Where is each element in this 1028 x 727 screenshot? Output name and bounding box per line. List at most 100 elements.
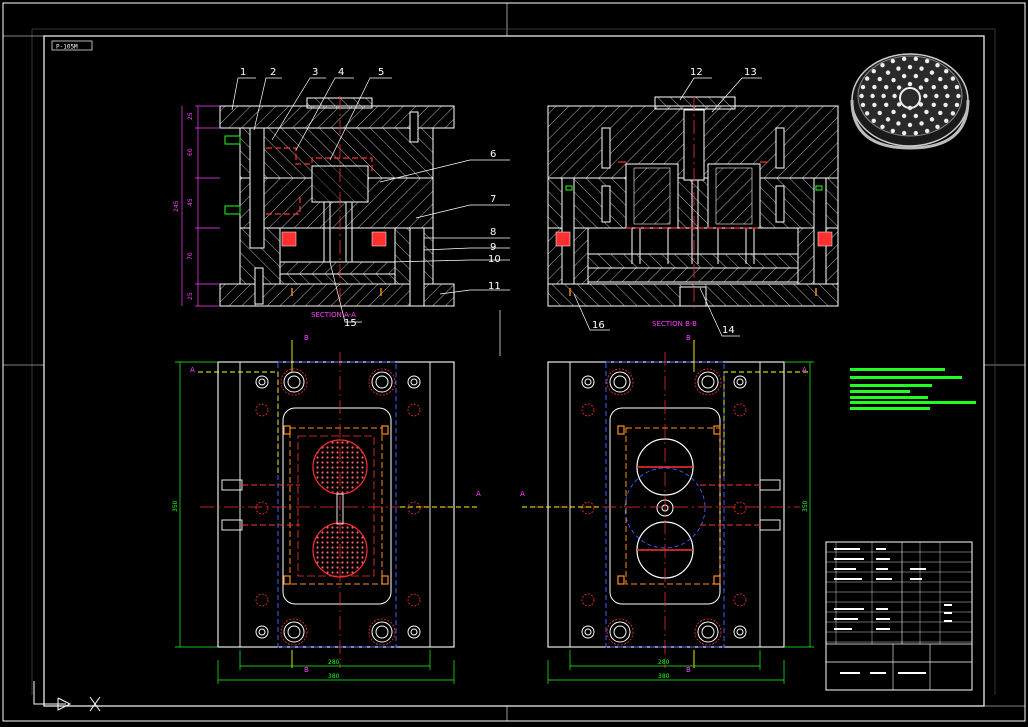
preview-hole: [935, 124, 940, 129]
preview-hole: [913, 56, 919, 62]
preview-hole: [901, 113, 907, 119]
preview-hole: [891, 77, 896, 83]
cut-marker-a-right: A: [476, 490, 481, 498]
preview-hole: [918, 102, 924, 107]
part-number-4: 4: [338, 67, 344, 78]
dim-plan-height-right: 350: [802, 500, 809, 512]
preview-hole: [871, 118, 876, 124]
dim-plan-width-outer-left: 380: [328, 673, 340, 680]
preview-hole: [919, 66, 924, 71]
part-number-5: 5: [378, 67, 384, 78]
preview-hole: [907, 81, 913, 87]
preview-hole: [864, 111, 870, 116]
section-label-b: SECTION B-B: [652, 320, 697, 328]
dim-60: 60: [187, 148, 194, 156]
preview-hole: [864, 76, 870, 81]
preview-hole: [901, 130, 907, 136]
preview-hole: [944, 118, 949, 124]
preview-hole: [944, 68, 949, 74]
preview-hole: [877, 76, 882, 82]
section-view-a[interactable]: 25 60 45 245 70 25 SECTION A-A: [173, 96, 455, 319]
preview-hole: [935, 63, 940, 68]
dim-plan-height-left: 350: [172, 500, 179, 512]
preview-hole: [938, 76, 943, 82]
preview-hole: [924, 109, 929, 115]
preview-hole: [923, 93, 928, 99]
preview-hole: [954, 102, 960, 108]
part-number-7: 7: [490, 194, 496, 205]
preview-hole: [901, 73, 907, 79]
part-number-13: 13: [744, 67, 757, 78]
preview-hole: [934, 93, 939, 99]
preview-hole: [924, 77, 929, 83]
dim-plan-width-inner-left: 280: [328, 659, 340, 666]
preview-hole: [872, 102, 877, 108]
cut-marker-b-bottom-right: B: [686, 666, 691, 674]
preview-hole: [913, 130, 919, 136]
preview-hole: [896, 85, 902, 90]
part-leaders-right: [573, 77, 762, 337]
preview-hole: [950, 111, 956, 116]
part-number-10: 10: [488, 254, 501, 265]
part-number-16: 16: [592, 320, 605, 331]
part-number-14: 14: [722, 325, 735, 336]
ucs-axis-icon: [33, 681, 101, 712]
preview-hole: [896, 121, 901, 126]
preview-hole: [877, 110, 882, 116]
section-label-a: SECTION A-A: [311, 311, 356, 319]
title-block: [825, 541, 973, 691]
preview-hole: [924, 58, 930, 64]
drawing-code: P-105M: [56, 44, 78, 51]
dim-25-bottom: 25: [187, 292, 194, 300]
preview-hole: [891, 109, 896, 115]
preview-hole: [885, 117, 891, 122]
dim-plan-width-inner-right: 280: [658, 659, 670, 666]
preview-hole: [954, 84, 960, 90]
preview-hole: [871, 68, 876, 74]
dim-plan-width-outer-right: 380: [658, 673, 670, 680]
part-number-12: 12: [690, 67, 703, 78]
preview-hole: [931, 84, 936, 90]
part-number-1: 1: [240, 67, 246, 78]
cut-marker-b-top: B: [304, 334, 309, 342]
part-number-11: 11: [488, 281, 501, 292]
cut-marker-a-left-plan: A: [520, 490, 525, 498]
preview-hole: [884, 102, 889, 108]
preview-hole: [901, 56, 907, 62]
preview-hole: [890, 58, 896, 64]
preview-hole: [859, 93, 864, 99]
preview-hole: [929, 117, 935, 122]
preview-hole: [919, 121, 924, 126]
part-number-6: 6: [490, 149, 496, 160]
cut-marker-b-top-right: B: [686, 334, 691, 342]
part-leaders-left: [231, 77, 510, 323]
preview-hole: [943, 84, 948, 90]
section-view-b[interactable]: SECTION B-B: [547, 96, 839, 328]
preview-hole: [956, 93, 961, 99]
preview-hole: [885, 70, 891, 75]
plan-view-right[interactable]: A A B B 350 280 380: [520, 334, 814, 684]
technical-notes: [850, 368, 976, 410]
drawing-code-box: P-105M: [51, 40, 93, 51]
preview-hole: [907, 64, 913, 70]
plan-view-left[interactable]: A A B B 350 280 380: [172, 334, 481, 684]
preview-hole: [884, 84, 889, 90]
preview-hole: [950, 76, 956, 81]
preview-hole: [945, 93, 950, 99]
part-number-9: 9: [490, 242, 496, 253]
preview-hole: [913, 113, 919, 119]
preview-hole: [931, 102, 936, 108]
part-number-3: 3: [312, 67, 318, 78]
preview-hole: [929, 70, 935, 75]
preview-hole: [943, 102, 948, 108]
dim-25-top: 25: [187, 112, 194, 120]
preview-hole: [890, 128, 896, 134]
dim-245: 245: [173, 200, 180, 212]
cut-marker-b-bottom: B: [304, 666, 309, 674]
preview-hole: [880, 63, 885, 68]
preview-hole: [896, 102, 902, 107]
preview-hole: [918, 85, 924, 90]
preview-hole: [938, 110, 943, 116]
cut-marker-a-right-plan: A: [802, 366, 807, 374]
